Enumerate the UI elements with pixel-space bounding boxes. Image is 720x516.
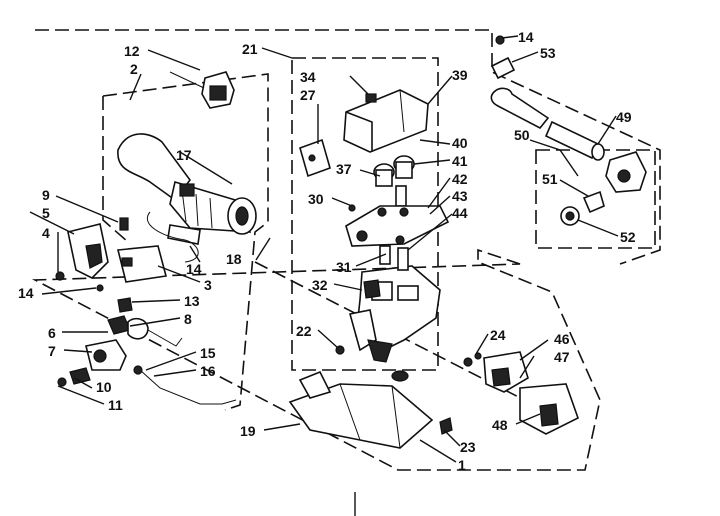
label-53: 53	[540, 45, 556, 61]
pipe-fitting	[490, 35, 647, 226]
label-34: 34	[300, 69, 316, 85]
label-41: 41	[452, 153, 468, 169]
label-30: 30	[308, 191, 324, 207]
label-11: 11	[108, 397, 123, 413]
label-5: 5	[42, 205, 50, 221]
label-7: 7	[48, 343, 56, 359]
burner-tube	[117, 133, 257, 245]
label-18: 18	[226, 251, 242, 267]
label-24: 24	[490, 327, 506, 343]
main-assembly-outline	[31, 29, 661, 471]
label-43: 43	[452, 188, 468, 204]
label-31: 31	[336, 259, 352, 275]
fitting-box-outline	[535, 149, 656, 249]
label-50: 50	[514, 127, 530, 143]
label-12: 12	[124, 43, 140, 59]
label-9: 9	[42, 187, 50, 203]
label-1: 1	[458, 457, 466, 473]
label-52: 52	[620, 229, 636, 245]
label-14-top: 14	[518, 29, 534, 45]
label-37: 37	[336, 161, 352, 177]
label-14-left: 14	[18, 285, 34, 301]
label-14-mid: 14	[186, 261, 202, 277]
label-44: 44	[452, 205, 468, 221]
label-27: 27	[300, 87, 316, 103]
label-16: 16	[200, 363, 216, 379]
label-47: 47	[554, 349, 570, 365]
label-42: 42	[452, 171, 468, 187]
label-13: 13	[184, 293, 200, 309]
label-48: 48	[492, 417, 508, 433]
valve-body	[335, 245, 441, 363]
label-15: 15	[200, 345, 216, 361]
igniter-parts	[463, 351, 579, 435]
label-6: 6	[48, 325, 56, 341]
burner-subassembly-outline	[102, 73, 269, 411]
switch-part-12	[169, 71, 235, 109]
valve-assembly-outline	[291, 57, 439, 371]
bracket-part-19	[288, 370, 453, 449]
label-17: 17	[176, 147, 192, 163]
label-21: 21	[242, 41, 258, 57]
label-32: 32	[312, 277, 328, 293]
label-39: 39	[452, 67, 468, 83]
label-8: 8	[184, 311, 192, 327]
callout-labels: 12 2 21 14 53 34 27 39 40 41 37 42 43 44…	[18, 29, 636, 473]
label-3: 3	[204, 277, 212, 293]
label-46: 46	[554, 331, 570, 347]
label-10: 10	[96, 379, 112, 395]
bracket-part-5	[55, 217, 129, 281]
label-4: 4	[42, 225, 50, 241]
label-23: 23	[460, 439, 476, 455]
label-51: 51	[542, 171, 558, 187]
label-19: 19	[240, 423, 256, 439]
label-40: 40	[452, 135, 468, 151]
valve-top-components	[299, 89, 450, 247]
leader-lines	[29, 35, 619, 463]
label-49: 49	[616, 109, 632, 125]
plate-part-3	[96, 211, 199, 292]
label-22: 22	[296, 323, 312, 339]
label-2: 2	[130, 61, 138, 77]
burner-box-left	[102, 96, 129, 243]
